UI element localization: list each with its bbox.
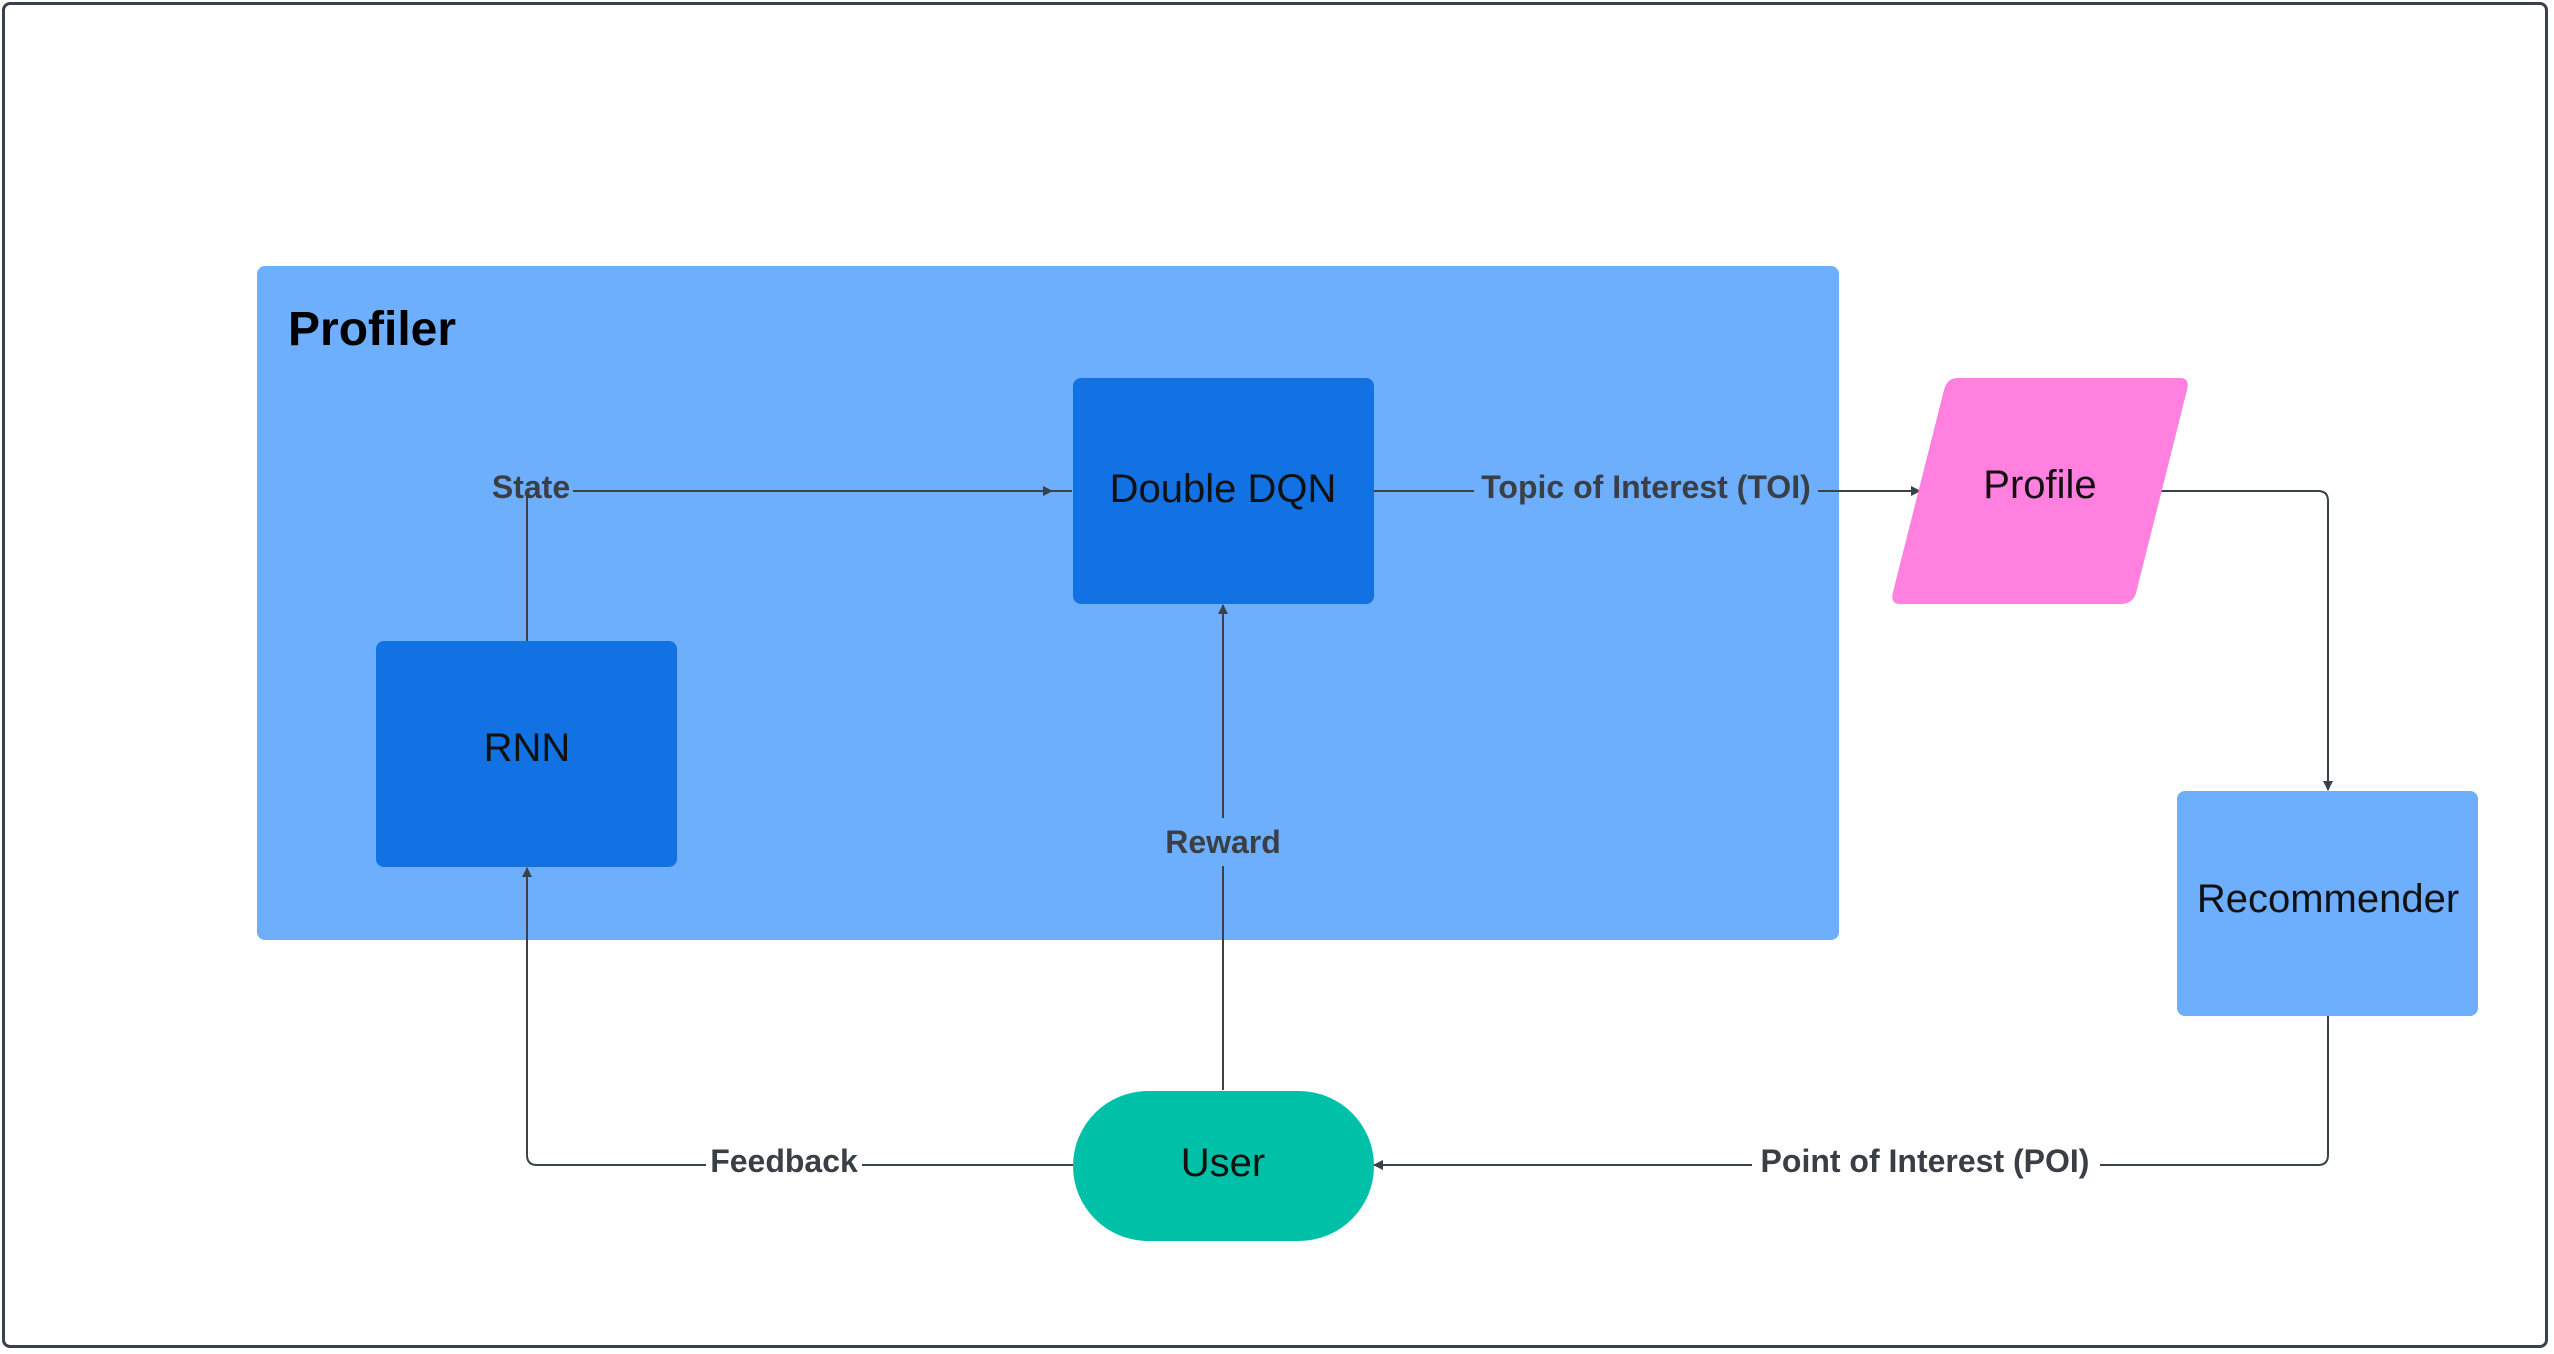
edge-feedback [527,868,1073,1166]
edge-poi [1374,1016,2329,1165]
node-profile[interactable]: Profile [1892,378,2188,604]
edge-label-poi: Point of Interest (POI) [1761,1143,2090,1179]
node-rnn[interactable]: RNN [376,641,677,867]
node-double-dqn[interactable]: Double DQN [1073,378,1374,604]
node-user[interactable]: User [1073,1091,1374,1241]
edge-label-reward: Reward [1165,824,1281,860]
double-dqn-label: Double DQN [1110,467,1337,511]
edge-state [526,490,1072,641]
profile-label: Profile [1983,463,2096,507]
node-recommender[interactable]: Recommender [2177,791,2478,1016]
edge-profile-recommender [2158,490,2333,791]
profiler-title: Profiler [288,303,456,356]
recommender-label: Recommender [2197,877,2459,921]
user-label: User [1181,1141,1265,1185]
edge-label-toi: Topic of Interest (TOI) [1481,469,1810,505]
edge-label-feedback: Feedback [710,1143,858,1179]
edge-label-state: State [492,469,570,505]
rnn-label: RNN [484,726,571,770]
